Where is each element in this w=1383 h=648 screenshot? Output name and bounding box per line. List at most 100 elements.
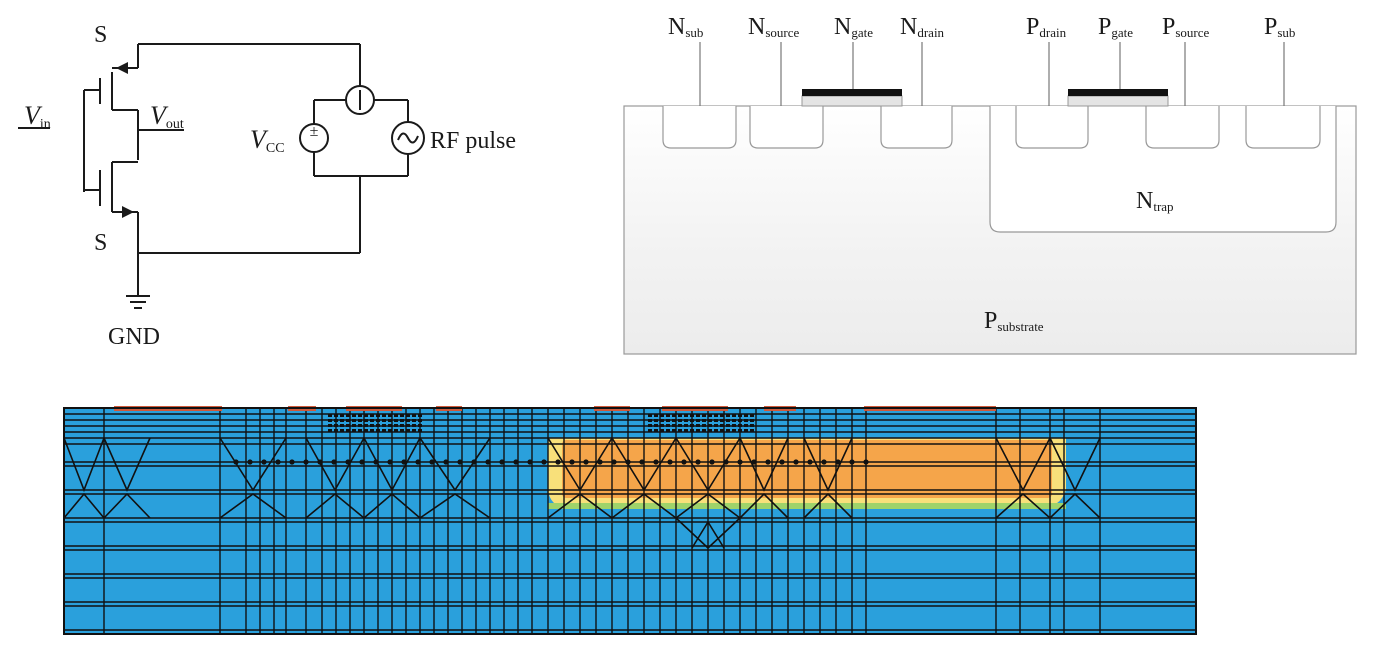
mesh-node — [863, 459, 869, 465]
vcc-source-icon: ± — [299, 123, 329, 153]
mesh-dense-node — [370, 414, 374, 417]
mesh-node — [303, 459, 309, 465]
mesh-node — [233, 459, 239, 465]
mesh-dense-node — [412, 419, 416, 422]
mesh-node — [569, 459, 575, 465]
mesh-node — [555, 459, 561, 465]
pmos-arrow-icon — [116, 62, 128, 74]
mesh-dense-node — [340, 419, 344, 422]
source-bottom-label: S — [94, 230, 107, 256]
mesh-dense-node — [334, 414, 338, 417]
terminal-p-sub: Psub — [1264, 14, 1295, 40]
mesh-refinement-triangle — [363, 437, 421, 519]
mesh-dense-node — [352, 414, 356, 417]
mesh-node — [485, 459, 491, 465]
mesh-dense-node — [358, 419, 362, 422]
mesh-dense-node — [684, 429, 688, 432]
mesh-refinement-triangle — [219, 437, 287, 519]
mesh-node — [289, 459, 295, 465]
mesh-node — [583, 459, 589, 465]
mesh-dense-node — [726, 419, 730, 422]
mesh-dense-node — [708, 424, 712, 427]
mesh-dense-node — [744, 429, 748, 432]
mesh-node — [359, 459, 365, 465]
mesh-dense-node — [412, 424, 416, 427]
mesh-dense-node — [744, 414, 748, 417]
mesh-dense-node — [388, 414, 392, 417]
mesh-dense-node — [340, 429, 344, 432]
mesh-refinement-triangle — [995, 437, 1051, 519]
mesh-dense-node — [744, 419, 748, 422]
n-gate-stack — [801, 89, 903, 107]
terminal-n-sub: Nsub — [668, 14, 703, 40]
mesh-dense-node — [714, 414, 718, 417]
svg-text:±: ± — [310, 123, 319, 140]
mesh-dense-node — [400, 424, 404, 427]
gnd-label: GND — [108, 324, 160, 350]
mesh-node — [415, 459, 421, 465]
mesh-node — [345, 459, 351, 465]
inverter-circuit-schematic: ± S S Vin Vout VCC RF pulse GND — [18, 22, 516, 350]
mesh-dense-node — [678, 429, 682, 432]
mesh-node — [317, 459, 323, 465]
p-source-diffusion — [1145, 106, 1220, 149]
p-sub-diffusion — [1245, 106, 1321, 149]
mesh-refinement-triangle — [419, 437, 491, 519]
mesh-dense-node — [672, 414, 676, 417]
mesh-node — [471, 459, 477, 465]
mesh-dense-node — [720, 419, 724, 422]
mesh-node — [499, 459, 505, 465]
vin-label: Vin — [24, 101, 51, 132]
mesh-dense-node — [750, 424, 754, 427]
mesh-dense-node — [702, 414, 706, 417]
mesh-dense-node — [400, 414, 404, 417]
mesh-dense-node — [394, 419, 398, 422]
mesh-dense-node — [672, 419, 676, 422]
vcc-label: VCC — [250, 125, 285, 156]
mesh-node — [443, 459, 449, 465]
mesh-node — [373, 459, 379, 465]
n-sub-diffusion — [662, 106, 737, 149]
mesh-dense-node — [732, 429, 736, 432]
mesh-dense-node — [732, 419, 736, 422]
mesh-dense-node — [726, 424, 730, 427]
mesh-dense-node — [708, 414, 712, 417]
mesh-dense-node — [690, 424, 694, 427]
mesh-node — [541, 459, 547, 465]
mesh-dense-node — [340, 414, 344, 417]
mesh-dense-node — [412, 414, 416, 417]
mesh-dense-node — [376, 429, 380, 432]
mesh-node — [527, 459, 533, 465]
mesh-dense-node — [678, 419, 682, 422]
mesh-dense-node — [648, 419, 652, 422]
mesh-dense-node — [732, 414, 736, 417]
mesh-dense-node — [370, 419, 374, 422]
mesh-dense-node — [370, 429, 374, 432]
mesh-dense-node — [666, 424, 670, 427]
mesh-node — [695, 459, 701, 465]
mesh-dense-node — [738, 424, 742, 427]
mesh-dense-node — [334, 429, 338, 432]
mesh-dense-node — [328, 424, 332, 427]
mesh-refinement-triangle — [1049, 437, 1101, 519]
mesh-dense-node — [406, 414, 410, 417]
mesh-refinement-triangle — [739, 437, 789, 519]
mesh-dense-node — [690, 429, 694, 432]
mesh-dense-node — [672, 429, 676, 432]
mesh-node — [779, 459, 785, 465]
terminal-n-gate: Ngate — [834, 14, 873, 40]
mesh-refinement-triangle — [305, 437, 365, 519]
mesh-dense-node — [726, 414, 730, 417]
mesh-dense-node — [334, 419, 338, 422]
mesh-node — [331, 459, 337, 465]
rf-pulse-label: RF pulse — [430, 128, 516, 154]
mesh-dense-node — [346, 414, 350, 417]
mesh-dense-node — [376, 414, 380, 417]
mesh-dense-node — [672, 424, 676, 427]
mesh-dense-node — [720, 414, 724, 417]
mesh-node — [821, 459, 827, 465]
mesh-node — [723, 459, 729, 465]
mesh-dense-node — [382, 419, 386, 422]
mesh-dense-node — [684, 424, 688, 427]
mesh-node — [625, 459, 631, 465]
